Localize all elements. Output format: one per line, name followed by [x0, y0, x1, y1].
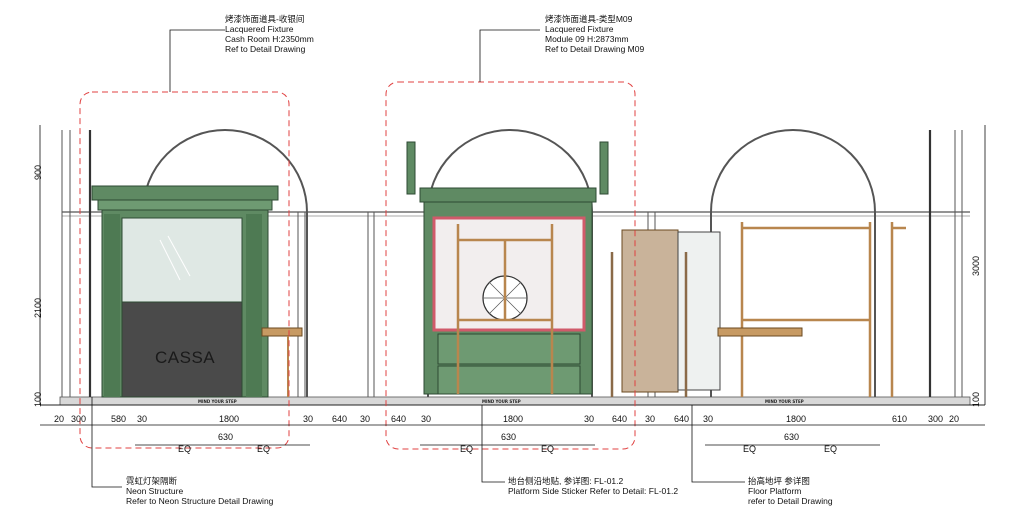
- dimension-text: 20: [54, 414, 65, 424]
- sub-dimension-text: EQ: [460, 444, 474, 454]
- floor-platform: [40, 396, 985, 406]
- floor-platform-en1: Floor Platform: [748, 486, 802, 496]
- platform-sticker-cn: 地台侧沿地贴, 参详图: FL-01.2: [508, 476, 624, 486]
- step-text-3: MIND YOUR STEP: [765, 399, 804, 404]
- cassa-label: CASSA: [155, 348, 216, 367]
- dimension-text: 1800: [503, 414, 524, 424]
- step-text-1: MIND YOUR STEP: [198, 399, 237, 404]
- dimension-text: 30: [584, 414, 595, 424]
- module-fixture-note: 烤漆饰面道具-类型M09 Lacquered Fixture Module 09…: [545, 14, 644, 54]
- cash-fixture-en3: Ref to Detail Drawing: [225, 44, 306, 54]
- cash-fixture-note: 烤漆饰面道具-收银间 Lacquered Fixture Cash Room H…: [225, 14, 314, 54]
- dimension-text: 640: [612, 414, 628, 424]
- dimension-text: 610: [892, 414, 908, 424]
- dimension-text: 300: [928, 414, 944, 424]
- module-fixture-en2: Module 09 H:2873mm: [545, 34, 629, 44]
- floor-platform-cn: 抬高地坪 参详图: [748, 476, 810, 486]
- module-fixture-cn: 烤漆饰面道具-类型M09: [545, 14, 633, 24]
- neon-cn: 霓虹灯架隔断: [126, 476, 178, 486]
- sub-dimension-text: EQ: [541, 444, 555, 454]
- sub-dimension-text: EQ: [824, 444, 838, 454]
- neon-note: 霓虹灯架隔断 Neon Structure Refer to Neon Stru…: [126, 476, 273, 506]
- cash-room-booth: [91, 185, 303, 398]
- floor-platform-en2: refer to Detail Drawing: [748, 496, 833, 506]
- sub-dimension-text: EQ: [743, 444, 757, 454]
- module-fixture-en1: Lacquered Fixture: [545, 24, 614, 34]
- cash-fixture-cn: 烤漆饰面道具-收银间: [225, 14, 305, 24]
- left-dim-100: 100: [33, 391, 43, 407]
- right-racks: [717, 222, 906, 397]
- module-fixture-callout: [385, 81, 636, 450]
- dimension-text: 1800: [786, 414, 807, 424]
- dimension-text: 640: [332, 414, 348, 424]
- dimension-text: 30: [303, 414, 314, 424]
- dimension-text: 30: [645, 414, 656, 424]
- dimension-text: 1800: [219, 414, 240, 424]
- module-fixture-en3: Ref to Detail Drawing M09: [545, 44, 645, 54]
- floor-platform-note: 抬高地坪 参详图 Floor Platform refer to Detail …: [748, 476, 833, 506]
- leader-lines: [91, 29, 745, 488]
- cash-fixture-en1: Lacquered Fixture: [225, 24, 294, 34]
- platform-sticker-note: 地台侧沿地贴, 参详图: FL-01.2 Platform Side Stick…: [508, 476, 678, 496]
- left-dim-2100: 2100: [33, 297, 43, 318]
- neon-en1: Neon Structure: [126, 486, 184, 496]
- platform-sticker-en1: Platform Side Sticker Refer to Detail: F…: [508, 486, 679, 496]
- dimension-text: 30: [360, 414, 371, 424]
- dimension-text: 640: [674, 414, 690, 424]
- left-dim-900: 900: [33, 164, 43, 180]
- dimension-text: 300: [71, 414, 87, 424]
- cash-fixture-en2: Cash Room H:2350mm: [225, 34, 314, 44]
- dimension-text: 20: [949, 414, 960, 424]
- cash-fixture-callout: [79, 91, 290, 449]
- right-dim-3000: 3000: [971, 255, 981, 276]
- step-text-2: MIND YOUR STEP: [482, 399, 521, 404]
- dimension-text: 580: [111, 414, 127, 424]
- dimension-text: 640: [391, 414, 407, 424]
- sub-dimension-text: 630: [218, 432, 234, 442]
- sub-dimension-text: 630: [784, 432, 800, 442]
- dimension-text: 30: [703, 414, 714, 424]
- mirror-screen: [610, 229, 721, 397]
- sub-dimension-text: 630: [501, 432, 517, 442]
- module-09-fixture: [406, 141, 609, 395]
- sub-dimension-text: EQ: [178, 444, 192, 454]
- sub-dimension-text: EQ: [257, 444, 271, 454]
- dimension-lines: [39, 125, 986, 446]
- dimension-text: 30: [421, 414, 432, 424]
- neon-structure: [61, 129, 970, 397]
- right-dim-100: 100: [971, 391, 981, 407]
- dimension-text: 30: [137, 414, 148, 424]
- neon-en2: Refer to Neon Structure Detail Drawing: [126, 496, 274, 506]
